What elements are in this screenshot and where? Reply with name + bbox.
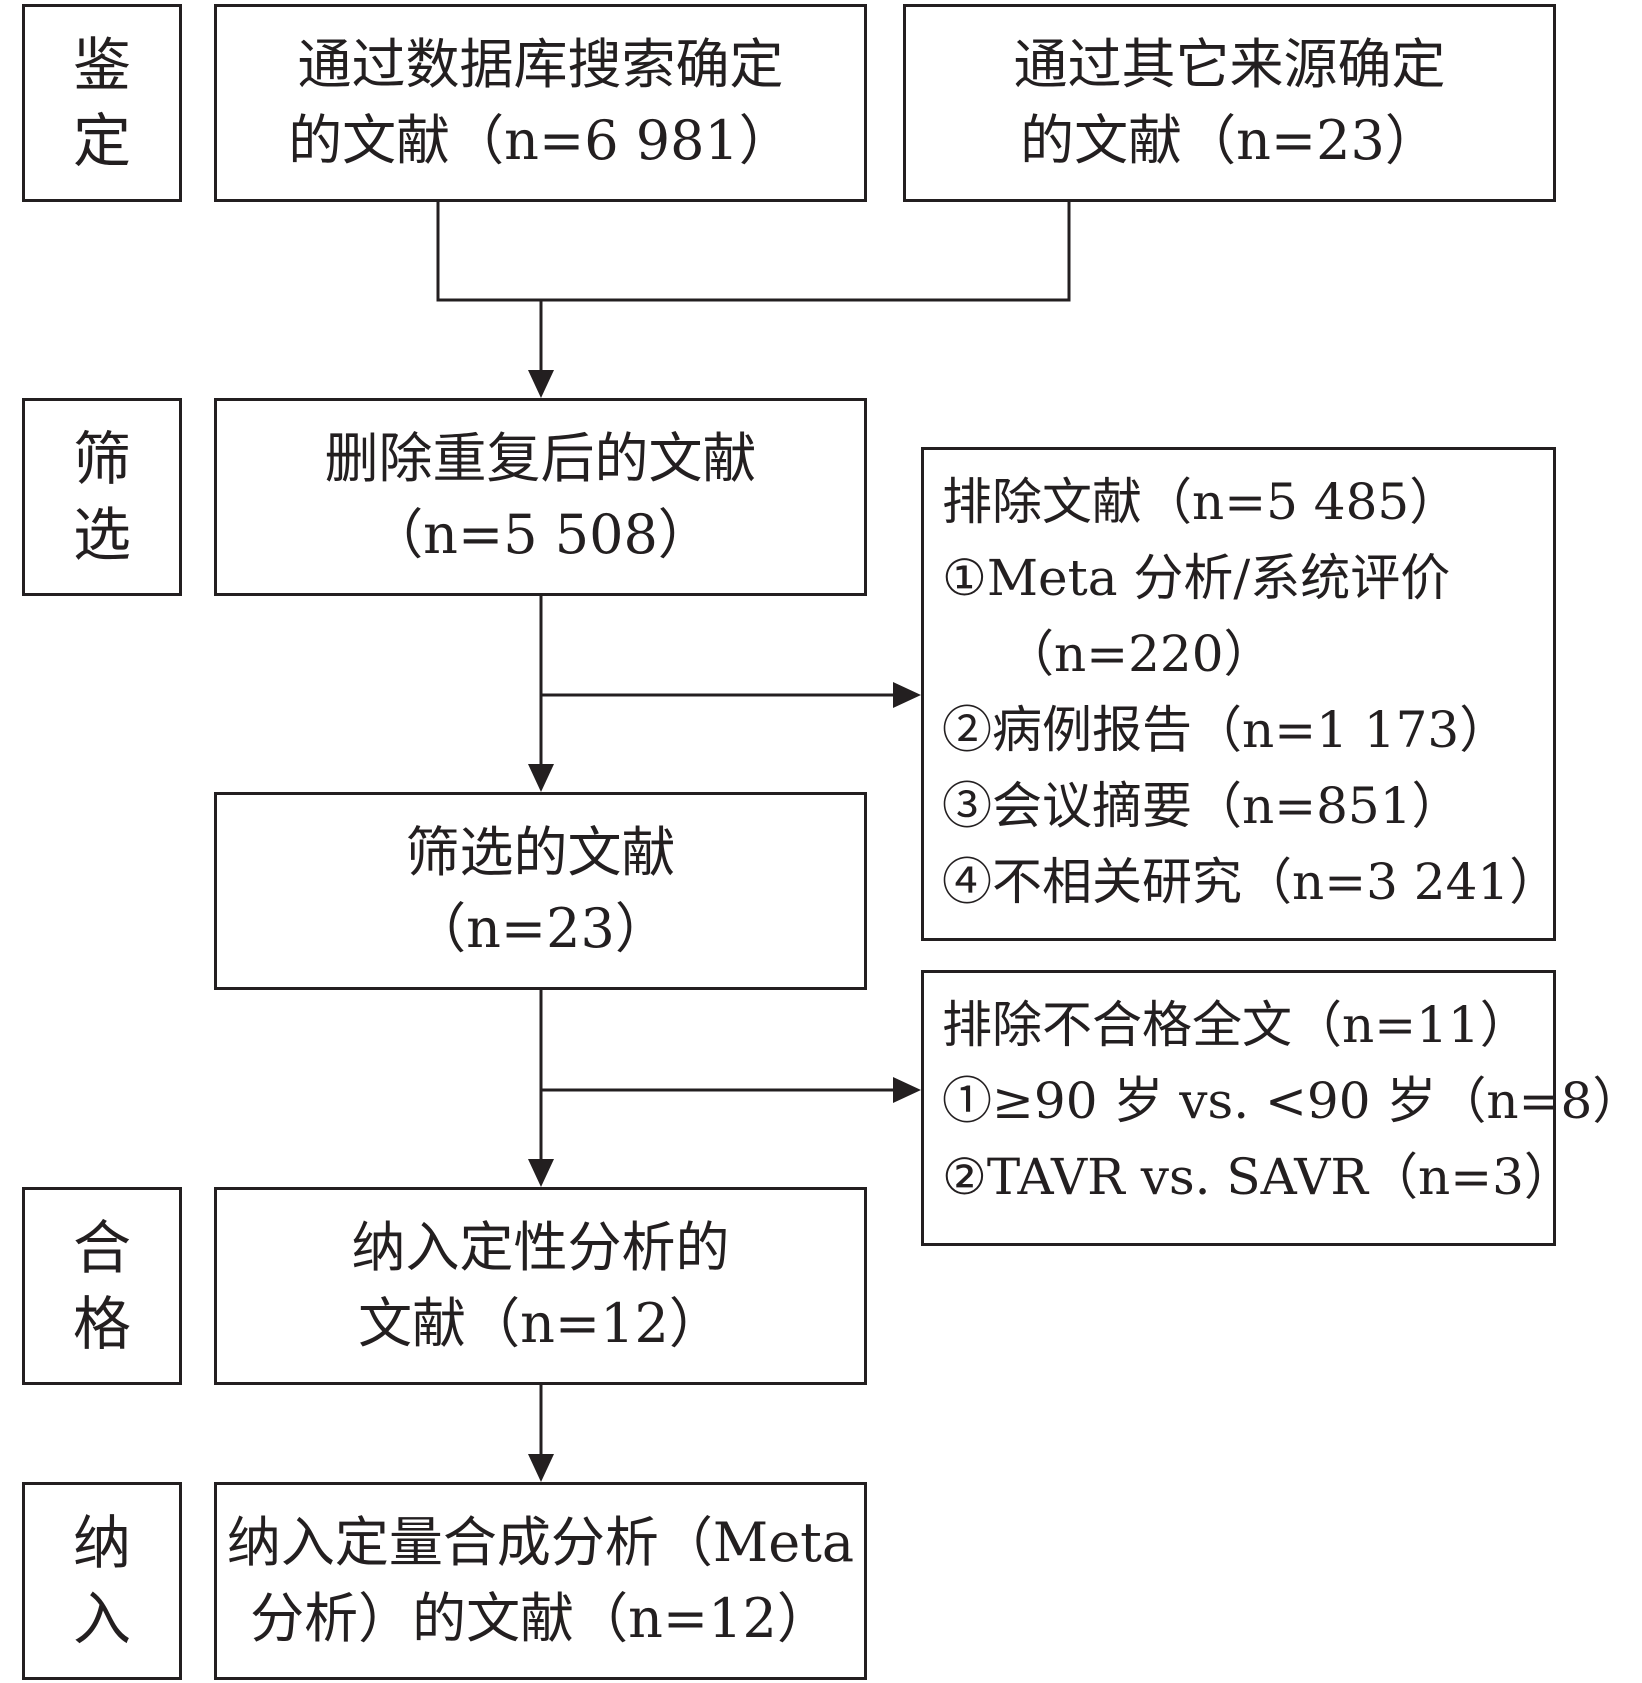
arrowhead <box>528 764 554 792</box>
box-line: 的文献（n=23） <box>1020 109 1439 172</box>
arrowhead <box>893 1077 921 1103</box>
after-duplicates-box: 删除重复后的文献 （n=5 508） <box>214 398 867 596</box>
excluded-fulltext-title: 排除不合格全文（n=11） <box>942 996 1530 1054</box>
stage-char: 选 <box>72 501 131 569</box>
excluded-item: ②病例报告（n=1 173） <box>942 701 1510 759</box>
excluded-item: ①≥90 岁 vs. <90 岁（n=8） <box>942 1072 1642 1130</box>
stage-char: 入 <box>72 1585 131 1653</box>
arrowhead <box>528 1454 554 1482</box>
stage-char: 格 <box>72 1290 131 1358</box>
excluded-item: ②TAVR vs. SAVR（n=3） <box>942 1148 1574 1206</box>
box-line: 纳入定性分析的 <box>351 1216 730 1279</box>
box-line: 通过其它来源确定 <box>1013 33 1446 96</box>
quantitative-box: 纳入定量合成分析（Meta 分析）的文献（n=12） <box>214 1482 867 1680</box>
stage-char: 合 <box>72 1214 131 1282</box>
arrowhead <box>893 682 921 708</box>
box-line: 筛选的文献 <box>405 821 676 884</box>
stage-char: 纳 <box>72 1509 131 1577</box>
stage-screening: 筛 选 <box>22 398 182 596</box>
screened-box: 筛选的文献 （n=23） <box>214 792 867 990</box>
stage-eligibility: 合 格 <box>22 1187 182 1385</box>
box-line: 删除重复后的文献 <box>324 427 757 490</box>
box-line: 通过数据库搜索确定 <box>297 33 784 96</box>
excluded-records-title: 排除文献（n=5 485） <box>942 473 1460 531</box>
box-line: 纳入定量合成分析（Meta <box>226 1511 855 1574</box>
excluded-item: （n=220） <box>1004 625 1274 683</box>
excluded-records-box: 排除文献（n=5 485） ①Meta 分析/系统评价 （n=220） ②病例报… <box>921 447 1560 941</box>
box-line: （n=23） <box>412 897 669 960</box>
arrowhead <box>528 1159 554 1187</box>
stage-char: 定 <box>72 107 131 175</box>
qualitative-box: 纳入定性分析的 文献（n=12） <box>214 1187 867 1385</box>
excluded-item: ④不相关研究（n=3 241） <box>942 853 1560 911</box>
other-sources-box: 通过其它来源确定 的文献（n=23） <box>903 4 1556 202</box>
box-line: 文献（n=12） <box>358 1292 723 1355</box>
excluded-item: ①Meta 分析/系统评价 <box>942 549 1451 607</box>
merge-connector <box>436 202 1071 302</box>
box-line: （n=5 508） <box>369 503 712 566</box>
stage-char: 鉴 <box>72 31 131 99</box>
box-line: 的文献（n=6 981） <box>288 109 793 172</box>
stage-char: 筛 <box>72 425 131 493</box>
box-line: 分析）的文献（n=12） <box>250 1587 831 1650</box>
stage-included: 纳 入 <box>22 1482 182 1680</box>
excluded-item: ③会议摘要（n=851） <box>942 777 1462 835</box>
excluded-fulltext-box: 排除不合格全文（n=11） ①≥90 岁 vs. <90 岁（n=8） ②TAV… <box>921 970 1642 1246</box>
arrowhead <box>528 370 554 398</box>
database-records-box: 通过数据库搜索确定 的文献（n=6 981） <box>214 4 867 202</box>
flow-connectors <box>436 202 1071 1482</box>
stage-identification: 鉴 定 <box>22 4 182 202</box>
